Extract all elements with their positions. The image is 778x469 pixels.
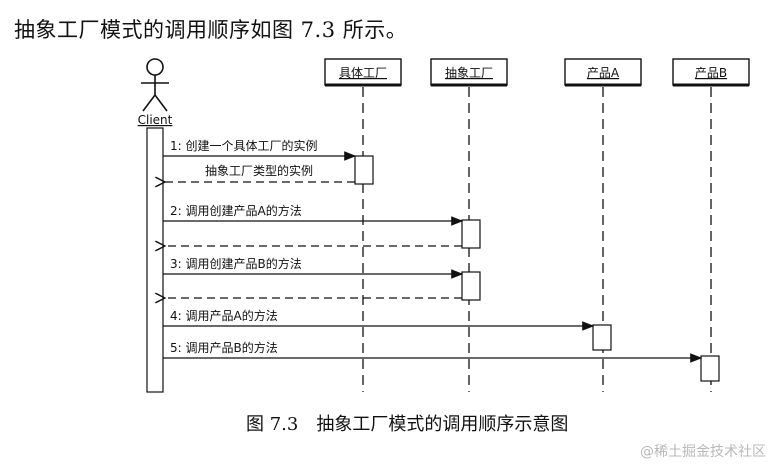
svg-text:5: 调用产品B的方法: 5: 调用产品B的方法 — [170, 340, 278, 355]
watermark: @稀土掘金技术社区 — [640, 444, 766, 460]
object-concrete-factory: 具体工厂 — [324, 58, 402, 87]
message-4: 4: 调用产品A的方法 — [163, 308, 595, 331]
svg-text:3: 调用创建产品B的方法: 3: 调用创建产品B的方法 — [170, 256, 302, 271]
object-abstract-factory: 抽象工厂 — [430, 58, 508, 87]
actor-label: Client — [138, 113, 173, 127]
message-return: 抽象工厂类型的实例 — [165, 163, 355, 182]
client-activation — [146, 127, 164, 393]
actor-head-icon — [146, 58, 164, 76]
object-product-b: 产品B — [672, 58, 750, 87]
lifelines — [362, 87, 712, 392]
svg-text:1: 创建一个具体工厂的实例: 1: 创建一个具体工厂的实例 — [170, 138, 318, 153]
activations — [354, 155, 720, 382]
intro-text: 抽象工厂模式的调用顺序如图 7.3 所示。 — [14, 18, 408, 42]
svg-text:产品B: 产品B — [695, 66, 727, 80]
message-1: 1: 创建一个具体工厂的实例 — [163, 138, 357, 161]
svg-text:4: 调用产品A的方法: 4: 调用产品A的方法 — [170, 308, 278, 323]
svg-text:产品A: 产品A — [587, 66, 620, 80]
svg-text:抽象工厂: 抽象工厂 — [445, 66, 493, 80]
object-product-a: 产品A — [564, 58, 642, 87]
svg-text:2: 调用创建产品A的方法: 2: 调用创建产品A的方法 — [170, 203, 302, 218]
svg-text:抽象工厂类型的实例: 抽象工厂类型的实例 — [205, 163, 313, 178]
actor-client: Client — [138, 58, 173, 127]
svg-text:具体工厂: 具体工厂 — [339, 66, 387, 80]
message-5: 5: 调用产品B的方法 — [163, 340, 703, 363]
message-2: 2: 调用创建产品A的方法 — [163, 203, 464, 246]
message-3: 3: 调用创建产品B的方法 — [163, 256, 464, 298]
figure-caption: 图 7.3 抽象工厂模式的调用顺序示意图 — [246, 414, 569, 435]
